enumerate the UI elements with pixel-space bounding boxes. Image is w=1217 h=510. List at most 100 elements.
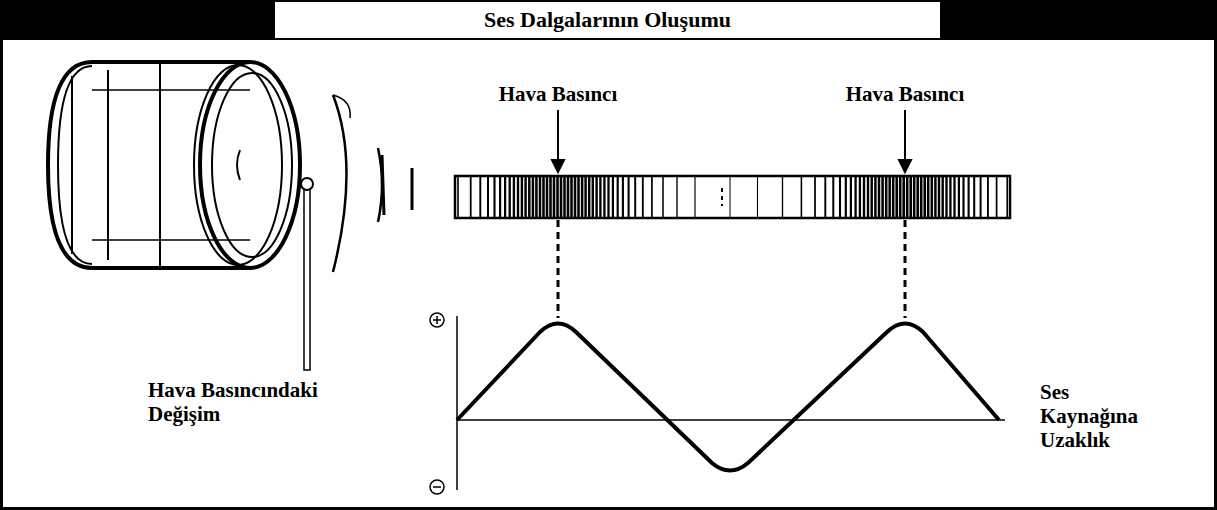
compression-line <box>504 177 506 217</box>
pressure-label: Hava Basıncı <box>499 82 617 106</box>
compression-line <box>859 177 861 217</box>
compression-line <box>570 177 573 217</box>
compression-bar <box>455 176 1010 218</box>
compression-line <box>560 177 563 217</box>
compression-line <box>535 177 538 217</box>
compression-line <box>584 177 587 217</box>
compression-line <box>513 177 515 217</box>
compression-lines <box>458 177 1007 217</box>
compression-line <box>968 177 970 217</box>
compression-line <box>563 177 566 217</box>
compression-line <box>962 177 964 217</box>
compression-line <box>567 177 570 217</box>
header-bar <box>0 0 1217 40</box>
title: Ses Dalgalarının Oluşumu <box>484 7 731 33</box>
compression-line <box>854 177 856 217</box>
graph-axes <box>457 316 1005 490</box>
compression-line <box>867 177 869 217</box>
compression-line <box>539 177 542 217</box>
compression-line <box>457 177 459 217</box>
compression-line <box>839 177 841 217</box>
compression-line <box>622 177 624 217</box>
compression-line <box>863 177 865 217</box>
compression-line <box>996 177 998 217</box>
compression-line <box>906 177 909 217</box>
compression-line <box>850 177 852 217</box>
compression-line <box>599 177 601 217</box>
compression-line <box>782 177 783 217</box>
compression-line <box>895 177 898 217</box>
compression-line <box>945 177 947 217</box>
compression-line <box>888 177 891 217</box>
compression-line <box>958 177 960 217</box>
compression-line <box>628 177 630 217</box>
compression-line <box>892 177 895 217</box>
compression-line <box>517 177 519 217</box>
compression-line <box>885 177 888 217</box>
compression-line <box>757 177 758 217</box>
compression-line <box>662 177 664 217</box>
compression-line <box>878 177 881 217</box>
compression-line <box>814 177 816 217</box>
compression-line <box>694 177 695 217</box>
compression-line <box>617 177 619 217</box>
beater-stick <box>301 178 313 370</box>
compression-line <box>916 177 919 217</box>
compression-line <box>634 177 636 217</box>
compression-line <box>902 177 905 217</box>
compression-line <box>577 177 580 217</box>
dashed-projection <box>558 220 905 318</box>
compression-line <box>909 177 912 217</box>
compression-line <box>899 177 902 217</box>
compression-line <box>941 177 943 217</box>
sign-symbol <box>430 313 444 494</box>
title-box: Ses Dalgalarının Oluşumu <box>275 2 940 38</box>
compression-line <box>931 177 934 217</box>
axis-label: Hava Basıncındaki Değişim <box>148 378 348 426</box>
axis-label: Ses Kaynağına Uzaklık <box>1040 380 1138 452</box>
compression-line <box>721 188 723 206</box>
compression-line <box>987 177 989 217</box>
compression-line <box>973 177 975 217</box>
sound-arcs <box>333 95 412 272</box>
compression-line <box>524 177 526 217</box>
compression-line <box>607 177 609 217</box>
compression-line <box>603 177 605 217</box>
compression-line <box>953 177 955 217</box>
compression-line <box>1006 177 1008 217</box>
compression-line <box>949 177 951 217</box>
compression-line <box>493 177 495 217</box>
compression-line <box>556 177 559 217</box>
compression-line <box>824 177 826 217</box>
compression-line <box>581 177 584 217</box>
compression-line <box>870 177 872 217</box>
compression-line <box>923 177 926 217</box>
compression-line <box>546 177 549 217</box>
compression-line <box>612 177 614 217</box>
compression-line <box>845 177 847 217</box>
compression-line <box>980 177 982 217</box>
pressure-label: Hava Basıncı <box>846 82 964 106</box>
compression-line <box>487 177 489 217</box>
drum <box>48 62 300 268</box>
compression-line <box>881 177 884 217</box>
compression-line <box>528 177 530 217</box>
compression-line <box>920 177 923 217</box>
compression-line <box>595 177 597 217</box>
compression-line <box>938 177 940 217</box>
compression-line <box>913 177 916 217</box>
compression-line <box>730 177 731 217</box>
compression-line <box>642 177 644 217</box>
compression-line <box>574 177 577 217</box>
compression-line <box>592 177 594 217</box>
compression-line <box>801 177 803 217</box>
compression-line <box>479 177 481 217</box>
compression-line <box>499 177 501 217</box>
compression-line <box>651 177 653 217</box>
compression-line <box>542 177 545 217</box>
compression-line <box>927 177 930 217</box>
compression-line <box>676 177 677 217</box>
pointer-arrow <box>552 110 911 172</box>
